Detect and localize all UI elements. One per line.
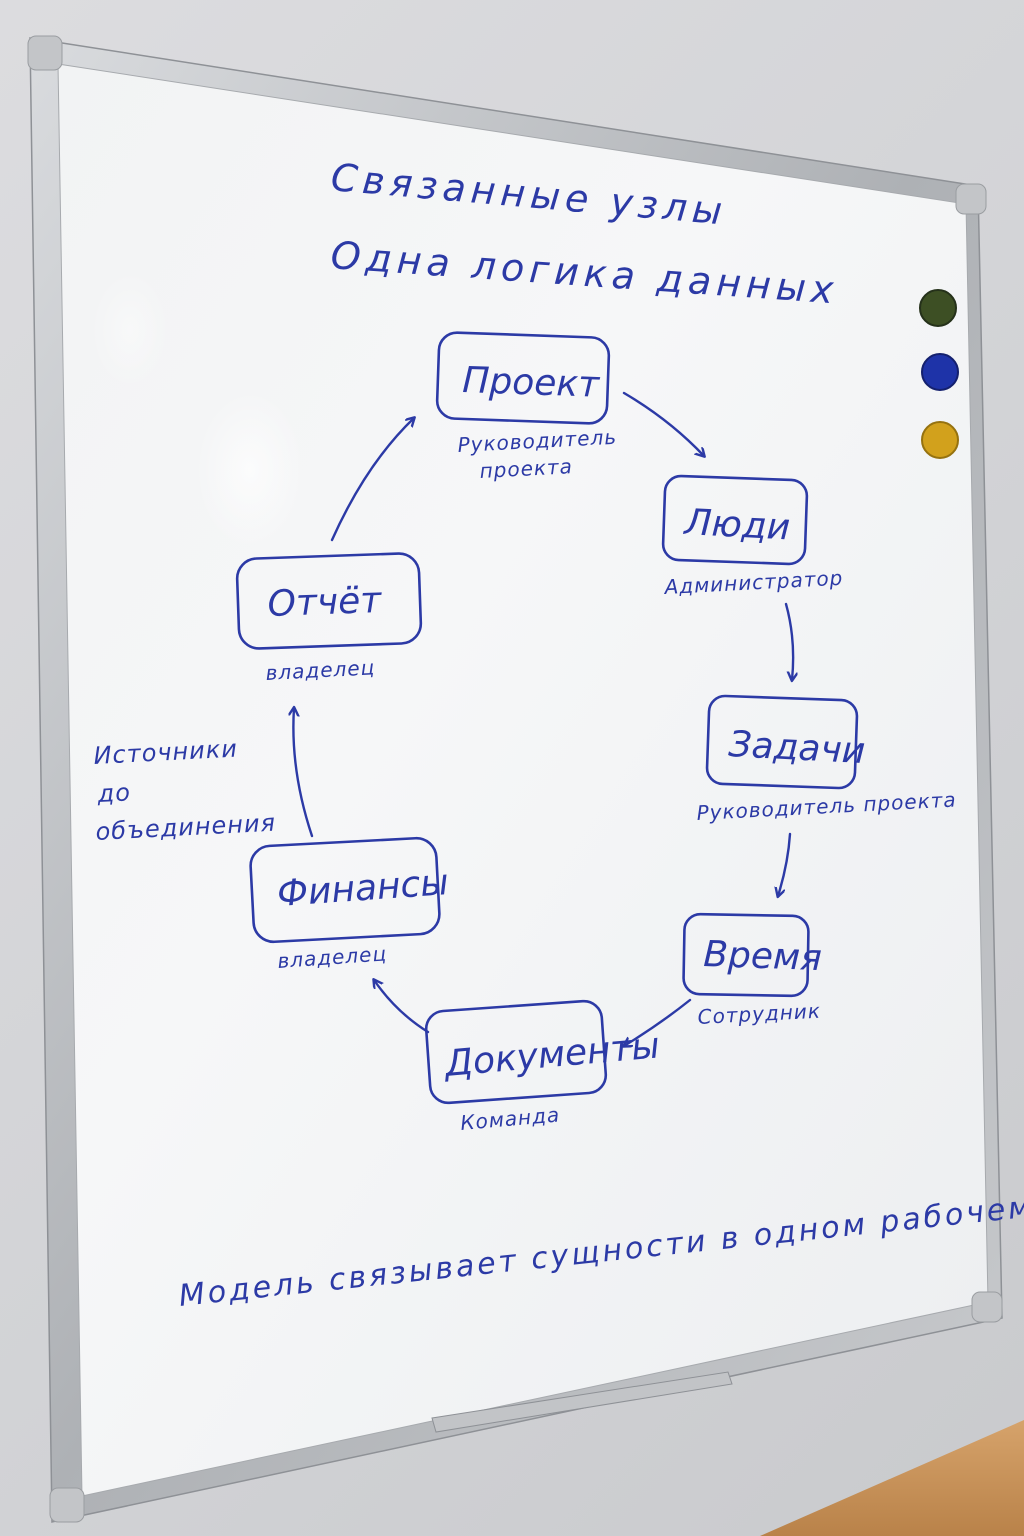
arrow-finance-to-report [293, 708, 314, 838]
node-box-documents [424, 999, 608, 1105]
arrow-project-to-people [622, 391, 704, 456]
node-box-project [435, 331, 611, 425]
marker-tray[interactable] [431, 1371, 733, 1433]
node-box-finance [249, 836, 441, 944]
node-label-time: Время [703, 934, 823, 979]
light-glare [195, 390, 305, 550]
side-note-line2: до [96, 778, 132, 808]
node-box-time [682, 912, 810, 998]
frame-corner [971, 1291, 1003, 1323]
node-box-report [235, 552, 423, 650]
arrow-people-to-tasks [784, 602, 793, 680]
node-label-project: Проект [462, 360, 601, 406]
node-box-people [661, 474, 809, 566]
frame-corner [49, 1487, 85, 1523]
desk [760, 1420, 1024, 1536]
node-label-tasks: Задачи [728, 724, 867, 772]
arrow-report-to-project [330, 418, 414, 542]
arrow-documents-to-finance [374, 980, 430, 1034]
yellow-magnet[interactable] [921, 421, 959, 459]
node-box-tasks [705, 694, 859, 790]
magnets [919, 289, 959, 459]
light-glare [90, 270, 170, 390]
node-label-people: Люди [682, 502, 792, 549]
node-role-report: владелец [265, 655, 376, 685]
green-magnet[interactable] [919, 289, 957, 327]
node-label-report: Отчёт [267, 580, 383, 625]
arrow-tasks-to-time [778, 832, 792, 896]
node-role-project-line2: проекта [479, 454, 573, 483]
blue-magnet[interactable] [921, 353, 959, 391]
frame-corner [27, 35, 63, 71]
frame-corner [955, 183, 987, 215]
arrow-time-to-documents [624, 998, 692, 1046]
